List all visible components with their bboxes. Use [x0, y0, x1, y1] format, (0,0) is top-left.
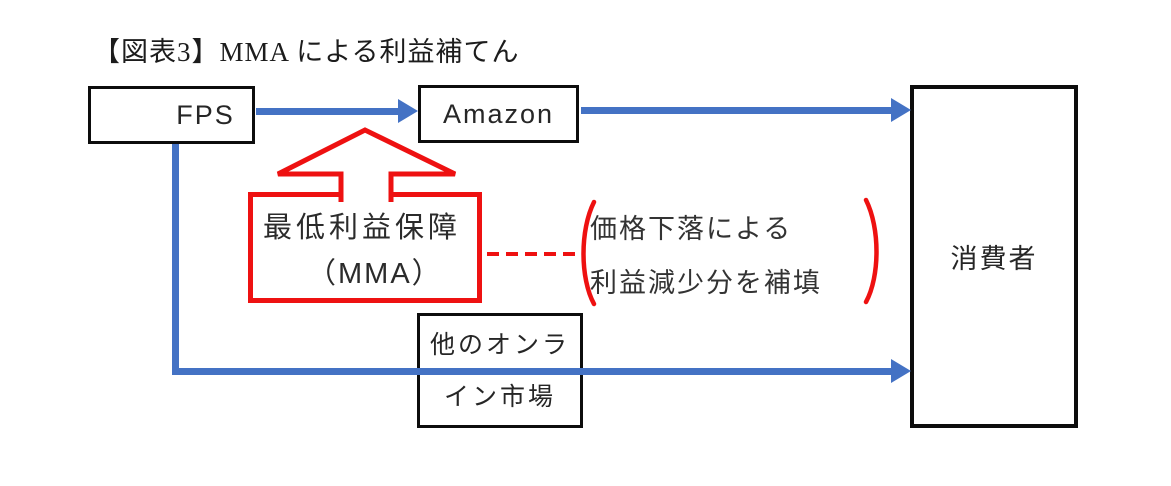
node-other-online-market-line2: イン市場	[443, 383, 556, 411]
node-amazon: Amazon	[418, 85, 579, 143]
callout-mma-line2: （MMA）	[307, 258, 443, 290]
arrow-fps-to-amazon-head-icon	[398, 99, 418, 123]
callout-mma-box: 最低利益保障 （MMA）	[248, 192, 482, 303]
annotation-text: 価格下落による 利益減少分を補填	[590, 202, 822, 310]
arrow-amazon-to-consumer-head-icon	[891, 98, 911, 122]
callout-mma-line1: 最低利益保障	[263, 212, 462, 244]
figure-title: 【図表3】MMA による利益補てん	[93, 37, 520, 67]
arrow-amazon-to-consumer-shaft	[581, 107, 891, 114]
node-amazon-label: Amazon	[442, 98, 555, 129]
open-paren-icon	[581, 199, 597, 307]
node-other-online-market-line1: 他のオンラ	[429, 331, 570, 359]
node-fps-label: FPS	[176, 99, 235, 130]
arrow-fps-to-market-vertical	[172, 144, 179, 373]
node-fps: FPS	[88, 86, 255, 144]
node-consumer-label: 消費者	[950, 244, 1038, 274]
annotation-line2: 利益減少分を補填	[590, 268, 822, 298]
close-paren-icon	[863, 197, 879, 305]
arrow-fps-to-amazon-shaft	[256, 108, 400, 115]
dashed-connector	[487, 252, 581, 256]
node-consumer: 消費者	[910, 85, 1078, 428]
arrow-fps-to-market-horizontal	[172, 368, 891, 375]
arrow-market-to-consumer-head-icon	[891, 359, 911, 383]
annotation-line1: 価格下落による	[590, 214, 793, 244]
block-up-arrow-icon	[276, 127, 457, 202]
